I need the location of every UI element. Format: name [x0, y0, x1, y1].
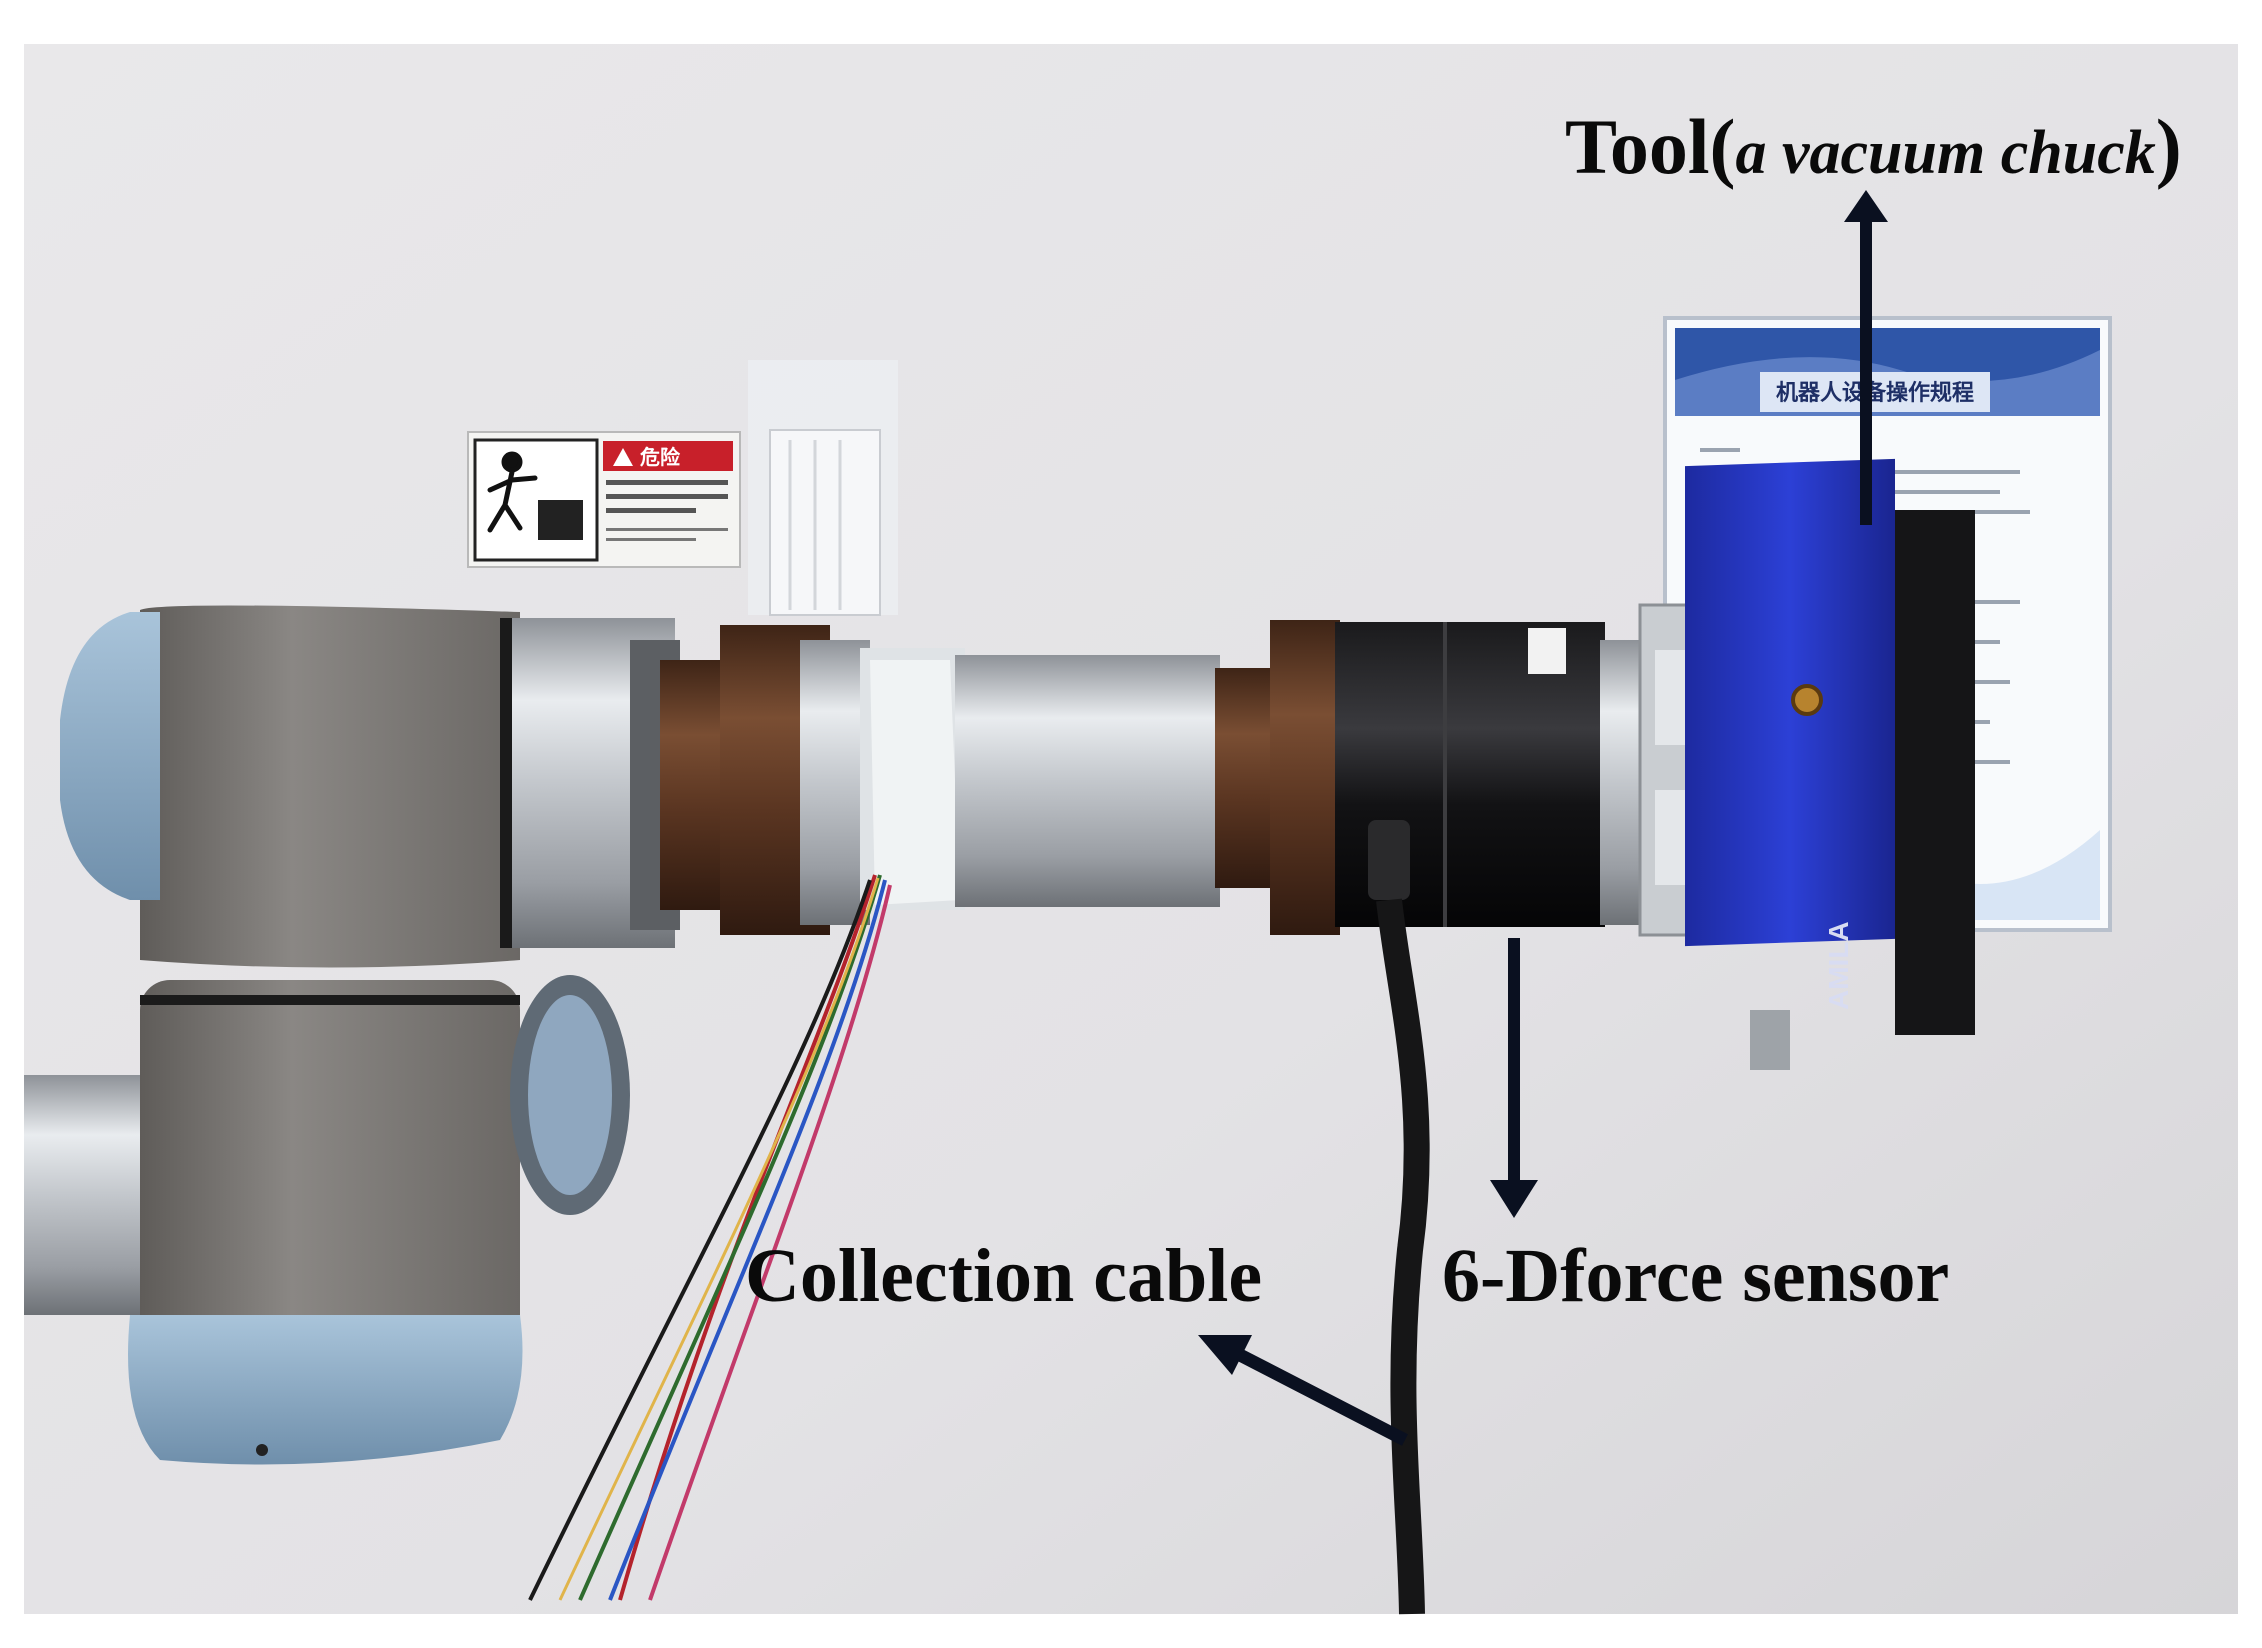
- warning-sign-header: 危险: [640, 445, 681, 469]
- collection-cable-annotation: Collection cable: [745, 1234, 1263, 1318]
- tool-annotation-prefix: Tool(: [1565, 103, 1736, 190]
- sensor-cable: [1368, 820, 1430, 1615]
- wood-ring-large: [1270, 620, 1340, 935]
- aluminum-cylinder: [955, 655, 1220, 907]
- taped-cylinder: [860, 648, 965, 910]
- robot-cap-top: [60, 612, 160, 900]
- collection-cable-wires: [528, 874, 892, 1601]
- up-arrow-icon: [1844, 190, 1888, 525]
- robot-joint: [60, 605, 630, 1465]
- tool-annotation: Tool(a vacuum chuck): [1565, 108, 2182, 186]
- robot-flange: [500, 618, 680, 948]
- robot-cap-bottom: [128, 1315, 523, 1465]
- tool-annotation-italic: a vacuum chuck: [1735, 119, 2156, 187]
- vacuum-chuck: AMILA: [1685, 458, 1975, 1070]
- wood-ring: [1215, 668, 1275, 888]
- wood-adapter: [660, 625, 870, 935]
- tool-annotation-suffix: ): [2155, 103, 2182, 190]
- force-sensor-annotation: 6-Dforce sensor: [1442, 1234, 1950, 1318]
- down-arrow-icon: [1490, 938, 1538, 1218]
- tool-brand-label: AMILA: [1823, 921, 1854, 1010]
- chuck-foam-pad: [1895, 510, 1975, 1035]
- person-caught-icon: [487, 451, 583, 540]
- poster-title: 机器人设备操作规程: [1776, 380, 1974, 405]
- diagonal-arrow-icon: [1198, 1335, 1408, 1446]
- warning-triangle-icon: [613, 448, 633, 466]
- sensor-sticker: [1528, 628, 1566, 674]
- wall-bracket: [748, 360, 898, 616]
- warning-sign: 危险: [467, 431, 741, 568]
